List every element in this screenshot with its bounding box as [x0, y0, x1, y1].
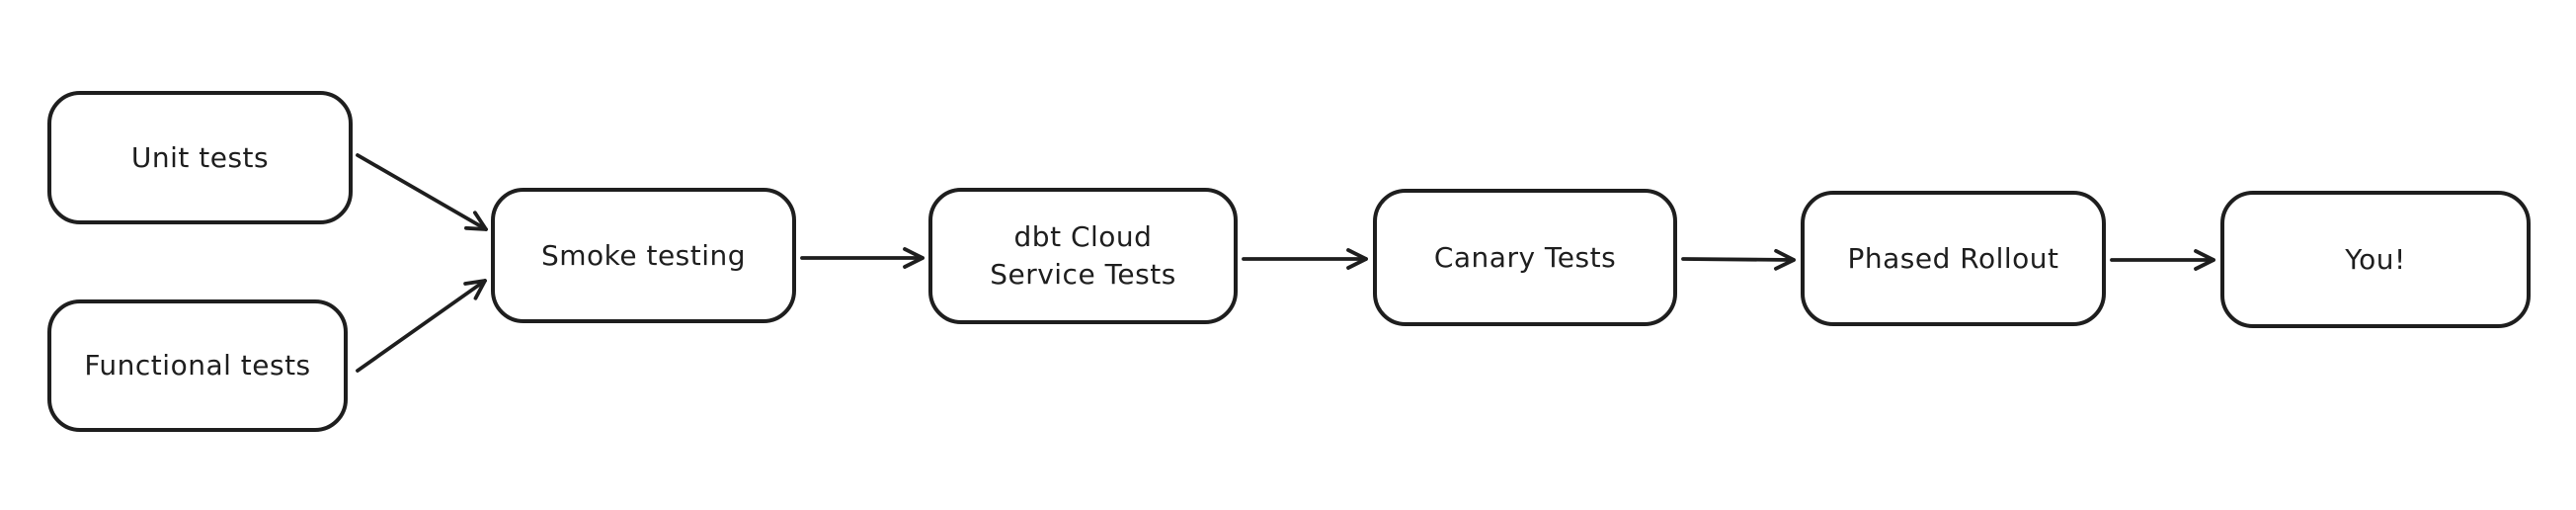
- edge-functional-tests-to-smoke-testing: [356, 279, 487, 373]
- node-smoke-testing-label: Smoke testing: [540, 238, 747, 272]
- node-unit-tests-label: Unit tests: [130, 140, 270, 174]
- node-you: You!: [2220, 191, 2531, 328]
- node-unit-tests: Unit tests: [47, 91, 353, 224]
- node-canary-tests: Canary Tests: [1373, 189, 1677, 326]
- node-functional-tests-label: Functional tests: [84, 349, 311, 382]
- node-functional-tests: Functional tests: [47, 299, 348, 432]
- node-dbt-cloud-service-tests-label: dbt Cloud Service Tests: [990, 220, 1176, 291]
- node-dbt-cloud-service-tests: dbt Cloud Service Tests: [928, 188, 1238, 324]
- node-canary-tests-label: Canary Tests: [1433, 240, 1617, 274]
- node-you-label: You!: [2345, 242, 2406, 276]
- edge-unit-tests-to-smoke-testing: [356, 153, 488, 231]
- node-phased-rollout: Phased Rollout: [1801, 191, 2106, 326]
- edge-canary-tests-to-phased-rollout: [1681, 248, 1796, 271]
- node-phased-rollout-label: Phased Rollout: [1847, 241, 2059, 275]
- node-smoke-testing: Smoke testing: [491, 188, 796, 323]
